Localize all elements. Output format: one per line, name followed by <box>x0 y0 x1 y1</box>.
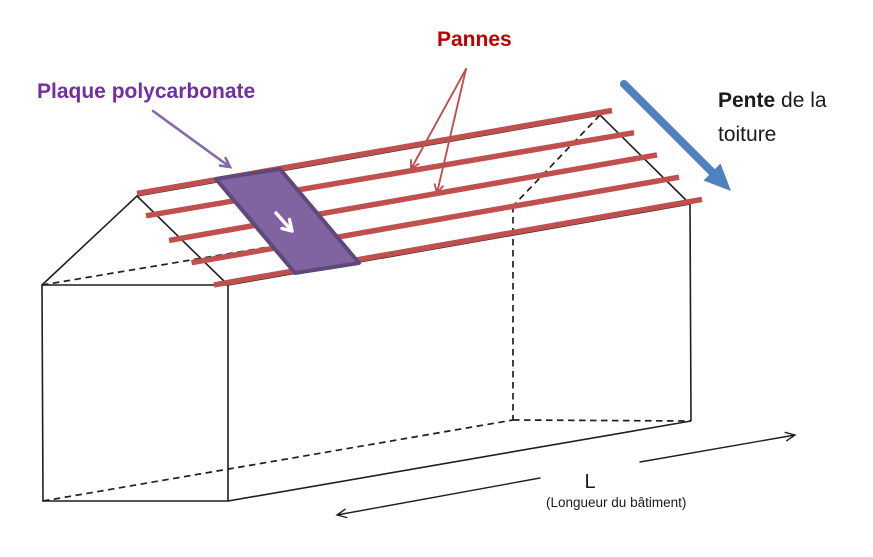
pannes-pointer-arrow-1 <box>410 68 467 171</box>
right-bottom-dashed <box>512 419 692 422</box>
back-gable-edge-dashed <box>512 114 601 207</box>
slope-label-bold: Pente <box>718 89 776 112</box>
pannes-pointer-arrows <box>410 68 467 195</box>
polycarbonate-plaque <box>214 167 361 275</box>
slope-label-line2: toiture <box>718 123 777 146</box>
front-bottom-edge <box>227 420 692 502</box>
plaque-slope-arrow <box>274 211 294 233</box>
pannes-group <box>136 107 703 288</box>
slope-arrow-head <box>703 163 731 191</box>
length-caption-label: (Longueur du bâtiment) <box>546 495 687 510</box>
slope-label: Pente de la toiture <box>718 84 827 152</box>
left-wall <box>41 284 229 502</box>
plaque-group <box>214 167 361 275</box>
slope-arrow-shaft <box>620 80 716 176</box>
plaque-label: Plaque polycarbonate <box>37 80 256 103</box>
panne-line-3 <box>168 152 658 244</box>
slope-direction-arrow <box>620 80 731 191</box>
length-symbol-label: L <box>584 471 596 493</box>
length-dimension-arrows <box>335 431 797 519</box>
length-arrow-left <box>335 477 541 519</box>
slope-label-rest: de la <box>775 89 827 112</box>
hidden-edges <box>41 114 692 502</box>
front-right-edge <box>689 203 692 422</box>
panne-line-2 <box>145 129 635 219</box>
pannes-pointer-arrow-2 <box>433 68 467 195</box>
length-arrow-right <box>639 431 797 463</box>
pannes-label: Pannes <box>437 28 512 51</box>
plaque-pointer-arrow <box>151 109 233 169</box>
back-bottom-dashed <box>42 419 514 502</box>
building-outline <box>41 114 692 502</box>
